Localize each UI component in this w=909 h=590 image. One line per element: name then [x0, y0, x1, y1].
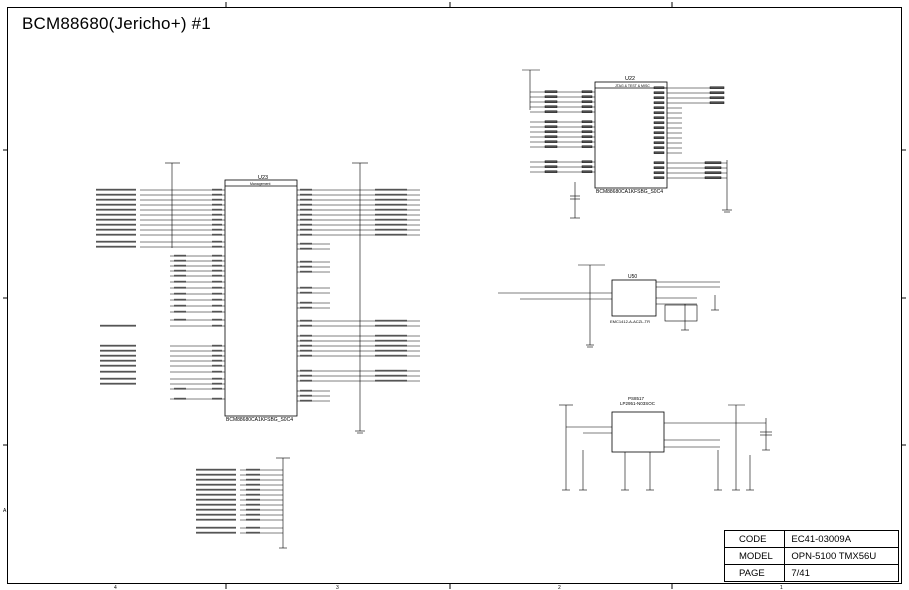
model-value: OPN-5100 TMX56U: [784, 547, 899, 565]
regulator-symbol: [611, 411, 665, 453]
regulator-part: LP2951-N03SOC: [620, 401, 656, 406]
code-value: EC41-03009A: [784, 530, 899, 548]
title-block-row-page: PAGE 7/41: [723, 564, 899, 582]
thermal-part: EMC1412-A-ACZL-TR: [610, 319, 650, 324]
sheet-border: [7, 7, 902, 584]
u22-right-pins: [653, 86, 727, 179]
grid-ticks: [3, 2, 906, 589]
u22-header: JTAG & TEST & MISC: [615, 84, 650, 88]
u23-right-pins: [297, 189, 420, 402]
u22-left-pins: [530, 90, 595, 173]
u23-part: BCM88680CA1KFSBG_S0C4: [226, 417, 293, 423]
u23-header: Management: [250, 182, 270, 186]
lower-resistor-bank: [196, 468, 283, 534]
model-label: MODEL: [723, 547, 786, 565]
u23-symbol: [224, 179, 298, 417]
title-block: CODE EC41-03009A MODEL OPN-5100 TMX56U P…: [723, 530, 899, 582]
grid-number-2: 2: [558, 585, 561, 590]
code-label: CODE: [723, 530, 786, 548]
grid-letter-a: A: [3, 508, 7, 514]
thermal-refdes: U50: [628, 274, 637, 280]
grid-number-4: 4: [114, 585, 117, 590]
thermal-sensor-symbol: [611, 279, 657, 317]
grid-number-3: 3: [336, 585, 339, 590]
sheet-title: BCM88680(Jericho+) #1: [22, 14, 211, 33]
title-block-row-model: MODEL OPN-5100 TMX56U: [723, 547, 899, 565]
u23-right-nets: [300, 188, 407, 402]
grid-number-1: 1: [780, 585, 783, 590]
lower-rail: [276, 457, 290, 549]
u22-part: BCM88680CA1KFSBG_S0C4: [596, 189, 663, 195]
u23-refdes: U23: [258, 175, 268, 181]
title-block-row-code: CODE EC41-03009A: [723, 530, 899, 548]
regulator-refdes: PS8517: [628, 396, 645, 401]
u23-left-nets: [96, 188, 222, 400]
u22-refdes: U22: [625, 76, 635, 82]
page-value: 7/41: [784, 564, 899, 582]
page-label: PAGE: [723, 564, 786, 582]
